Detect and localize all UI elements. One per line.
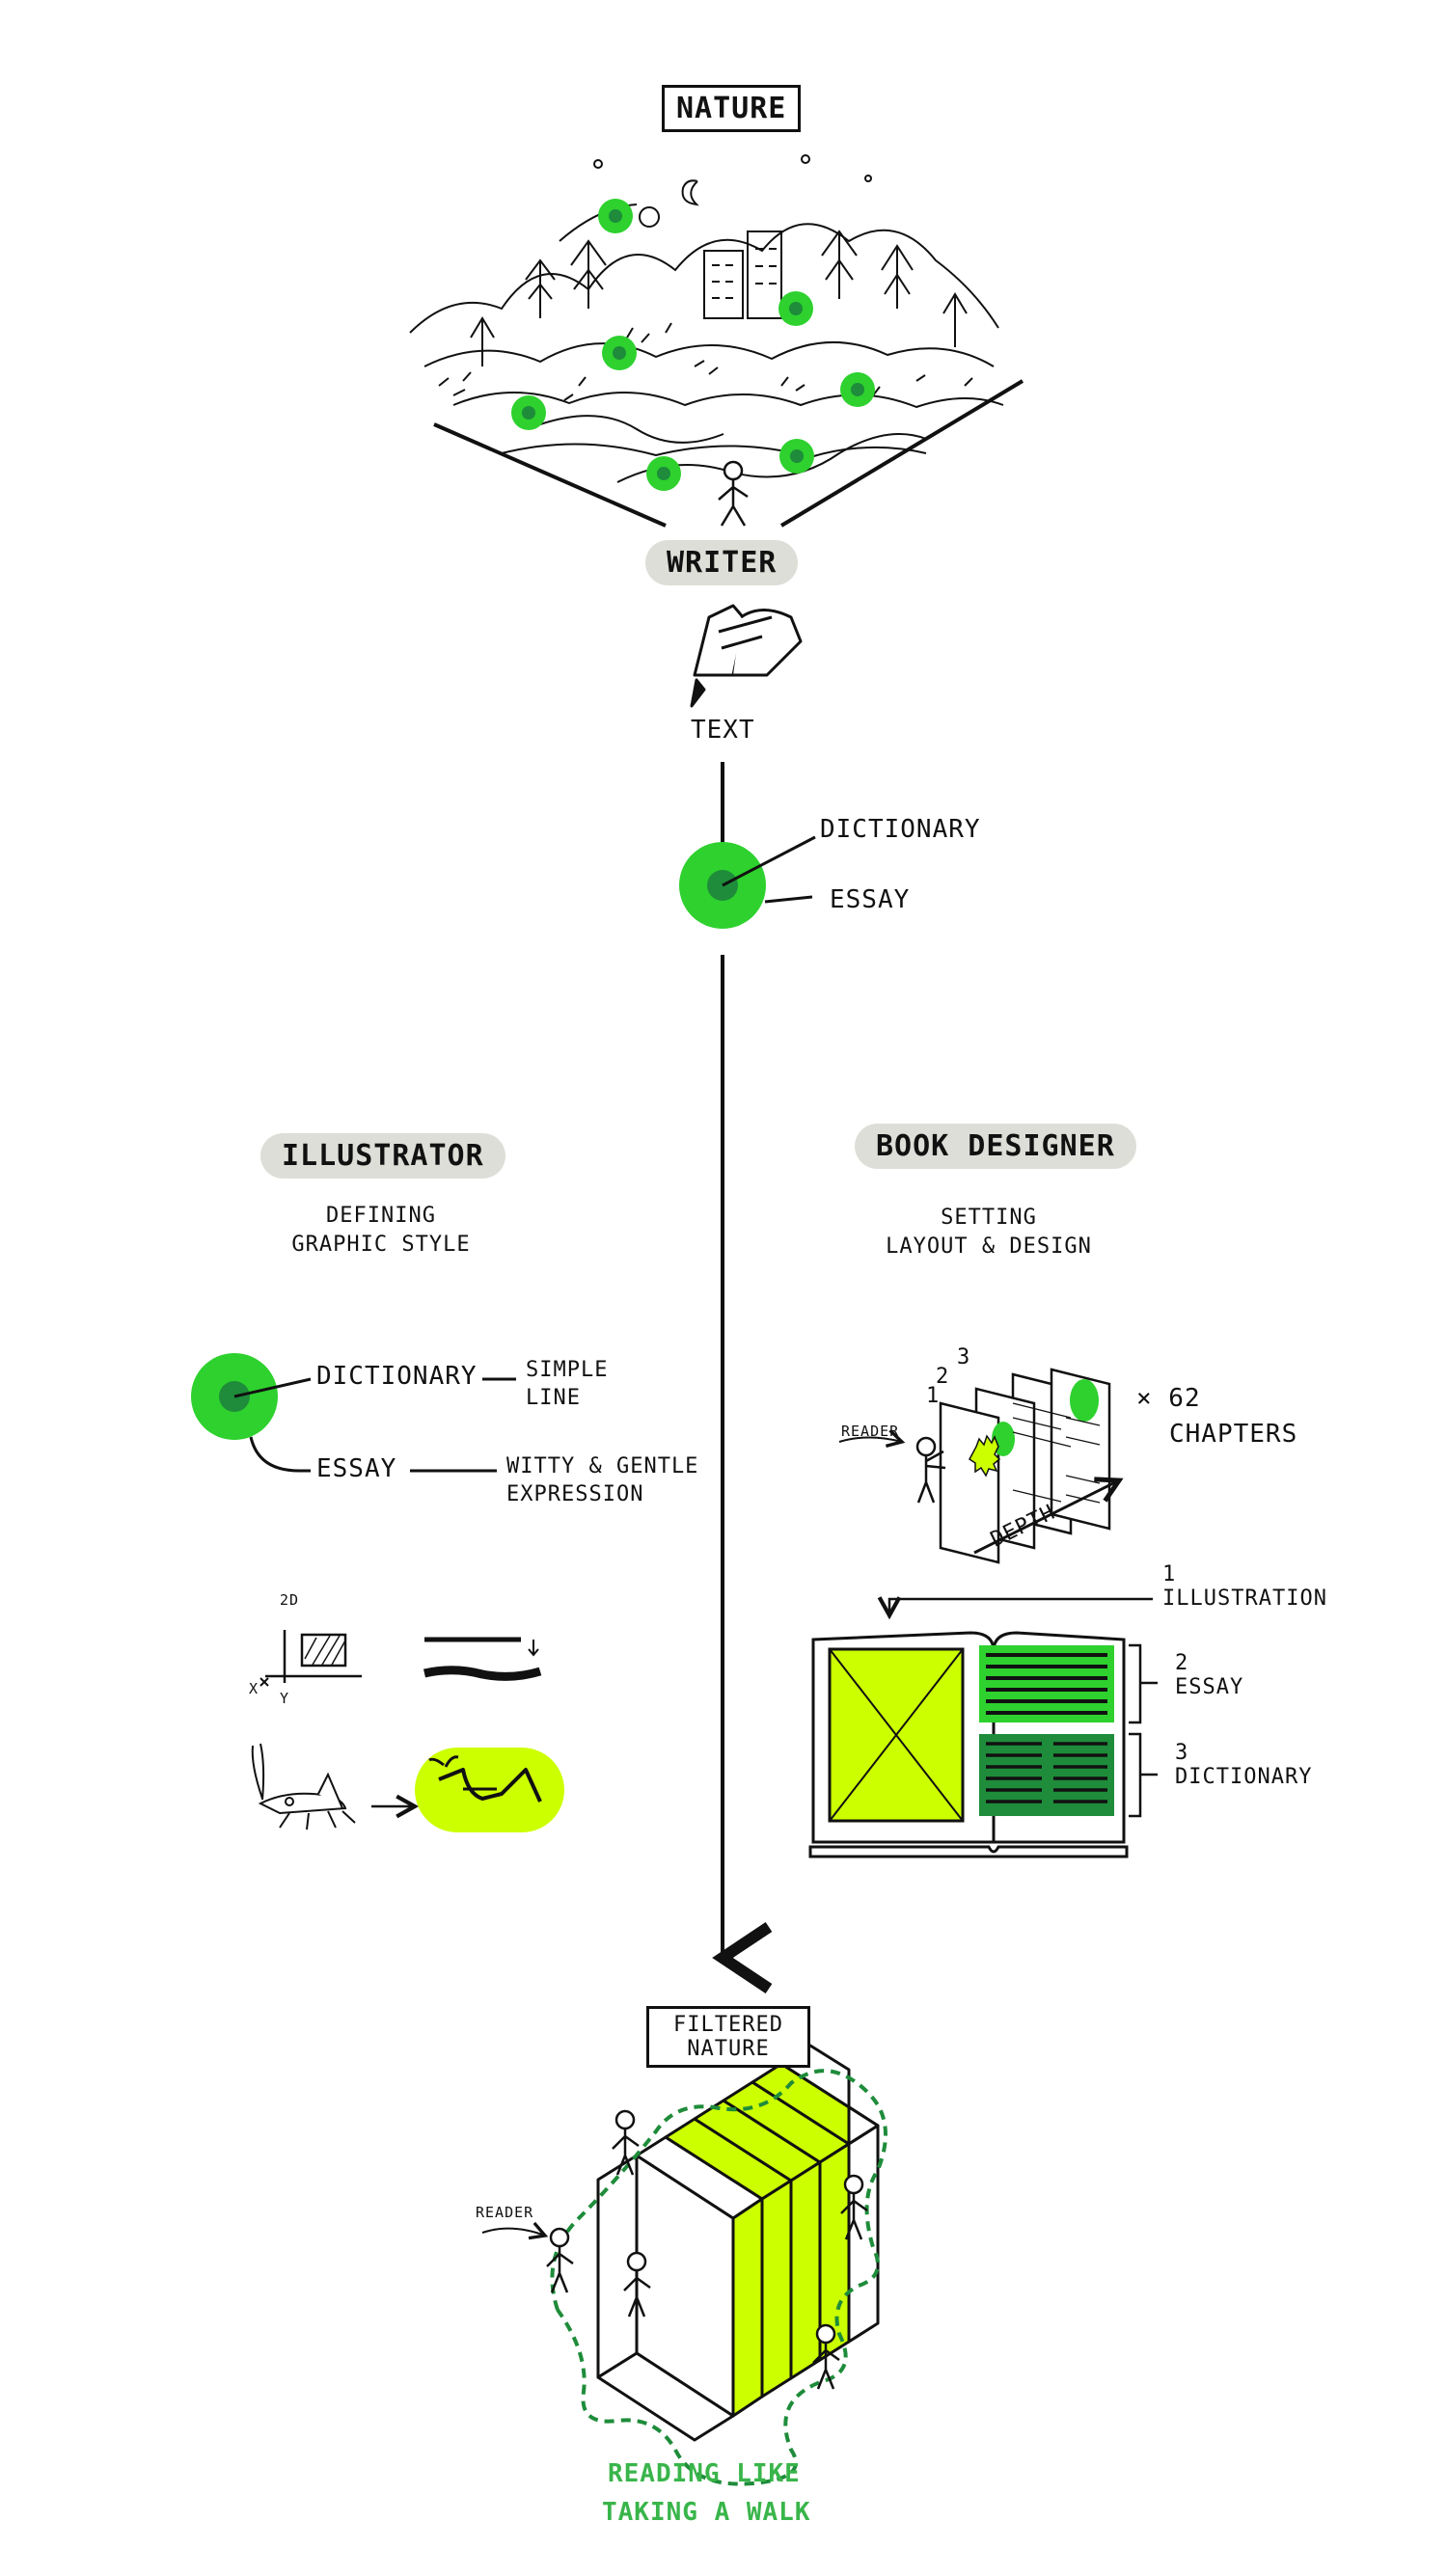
illustrator-text-node [191, 1353, 516, 1473]
nature-story-dots [511, 199, 875, 491]
text-content-node [679, 835, 816, 929]
axis-y-label: Y [280, 1690, 290, 1707]
layer-number-1: 1 [926, 1384, 941, 1408]
illustration-number: 1 [1162, 1562, 1177, 1586]
book-dictionary-label: DICTIONARY [1175, 1765, 1313, 1789]
reader-arrow-layers [838, 1438, 902, 1443]
illustrator-label: ILLUSTRATOR [260, 1133, 505, 1179]
simple-line-label-2: LINE [526, 1386, 581, 1410]
walker-figure [718, 460, 749, 527]
reading-walk-path [550, 2069, 887, 2486]
book-essay-label: ESSAY [1175, 1675, 1244, 1699]
nature-label: NATURE [662, 85, 802, 132]
text-label: TEXT [691, 716, 755, 745]
walking-readers [546, 2109, 868, 2390]
dictionary-label: DICTIONARY [820, 815, 981, 844]
essay-number: 2 [1175, 1651, 1189, 1675]
simplified-grasshopper [415, 1748, 564, 1832]
illustrator-subtitle-1: DEFINING [326, 1204, 436, 1228]
dictionary-text-lines [986, 1742, 1107, 1803]
writer-label: WRITER [645, 540, 799, 585]
reader-label-bottom: READER [476, 2204, 534, 2221]
axis-x-label: X [249, 1680, 259, 1697]
chapters-label: CHAPTERS [1169, 1420, 1298, 1449]
essay-label: ESSAY [830, 885, 911, 914]
book-callout-brackets [889, 1599, 1158, 1818]
axis-2d-diagram [259, 1630, 362, 1687]
filtered-line-2: NATURE [687, 2037, 770, 2061]
book-designer-label: BOOK DESIGNER [855, 1124, 1136, 1169]
funnel-right-line [779, 379, 1024, 528]
reader-label-layers: READER [841, 1423, 900, 1440]
simple-line-label-1: SIMPLE [526, 1358, 609, 1382]
book-designer-subtitle-1: SETTING [941, 1206, 1037, 1230]
caption-line-2: TAKING A WALK [602, 2498, 811, 2527]
illustrator-essay-label: ESSAY [316, 1454, 397, 1483]
illustration-label: ILLUSTRATION [1162, 1586, 1327, 1611]
layer-number-3: 3 [957, 1345, 971, 1369]
layer-number-2: 2 [936, 1365, 950, 1389]
essay-text-lines [986, 1653, 1107, 1715]
open-book-spread [808, 1631, 1129, 1858]
axis-2d-label: 2D [280, 1591, 300, 1609]
witty-label-2: EXPRESSION [506, 1482, 644, 1506]
hand-pen-icon [690, 604, 803, 708]
times-62-label: × 62 [1136, 1384, 1201, 1413]
reader-at-layers [915, 1436, 946, 1504]
depth-arrow [973, 1480, 1119, 1555]
grasshopper-sketch [251, 1743, 356, 1830]
illustrator-subtitle-2: GRAPHIC STYLE [291, 1233, 471, 1257]
nature-landscape [409, 154, 1024, 528]
funnel-left-line [433, 422, 667, 528]
book-designer-subtitle-2: LAYOUT & DESIGN [886, 1234, 1092, 1259]
filtered-nature-label: FILTERED NATURE [646, 2006, 810, 2068]
caption-line-1: READING LIKE [608, 2459, 801, 2488]
illustrator-dictionary-label: DICTIONARY [316, 1362, 478, 1391]
witty-label-1: WITTY & GENTLE [506, 1454, 699, 1478]
filtered-line-1: FILTERED [673, 2013, 783, 2037]
dictionary-number: 3 [1175, 1741, 1189, 1765]
line-style-samples [423, 1637, 542, 1681]
book-volume-3d [596, 2044, 880, 2442]
reader-arrow-bottom [481, 2229, 545, 2236]
